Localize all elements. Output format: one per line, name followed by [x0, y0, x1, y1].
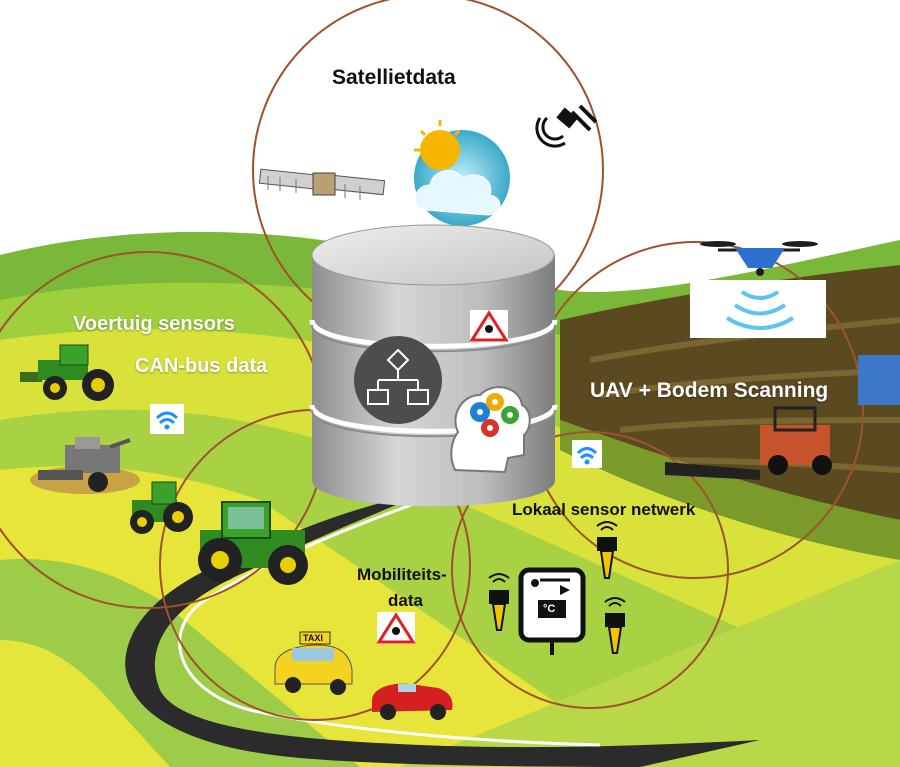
tractor-icon — [130, 481, 193, 534]
local-sensor-circle — [451, 431, 729, 709]
satellite-icon — [258, 168, 386, 200]
device-box — [858, 355, 900, 405]
canbus-data-label: CAN-bus data — [135, 355, 268, 377]
warning-sign-icon — [469, 310, 509, 342]
soil-sensor-icon — [596, 521, 618, 579]
wifi-icon — [150, 404, 184, 434]
weather-icon — [414, 120, 510, 226]
taxi-icon — [274, 631, 353, 695]
local-sensor-network-label: Lokaal sensor netwerk — [512, 500, 696, 519]
brain-gears-icon — [450, 386, 531, 474]
tractor-icon — [198, 501, 308, 585]
car-icon — [372, 683, 453, 720]
utv-icon — [665, 406, 832, 480]
uav-soil-scanning-label: UAV + Bodem Scanning — [590, 379, 829, 402]
mobility-data-label-line2: data — [388, 591, 423, 610]
satellite-data-label: Satellietdata — [332, 66, 456, 89]
warning-sign-icon — [376, 612, 416, 644]
combine-icon — [30, 437, 140, 494]
soil-sensor-icon — [488, 573, 510, 631]
vehicle-sensors-label: Voertuig sensors — [73, 313, 235, 335]
flowchart-icon — [354, 336, 442, 424]
soil-sensor-icon — [604, 597, 626, 654]
weather-station-icon — [518, 567, 586, 655]
taxi-sign-label: TAXI — [303, 633, 323, 643]
mobility-data-label-line1: Mobiliteits- — [357, 565, 447, 584]
wifi-icon — [572, 440, 602, 468]
satellite-dish-icon — [535, 104, 598, 148]
temperature-unit-label: °C — [543, 603, 556, 615]
drone-icon — [690, 241, 826, 338]
tractor-icon — [20, 344, 114, 401]
